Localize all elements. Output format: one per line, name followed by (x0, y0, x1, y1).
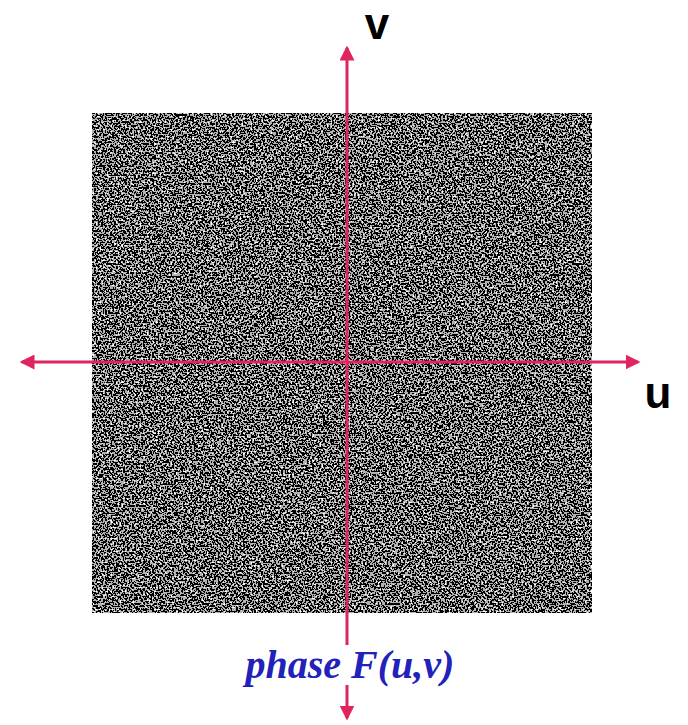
axis-label: u (645, 371, 672, 415)
image-caption: phase F(u,v) (242, 645, 459, 685)
axis-label: v (365, 2, 389, 46)
u-axis (22, 361, 638, 364)
v-axis (346, 48, 349, 718)
